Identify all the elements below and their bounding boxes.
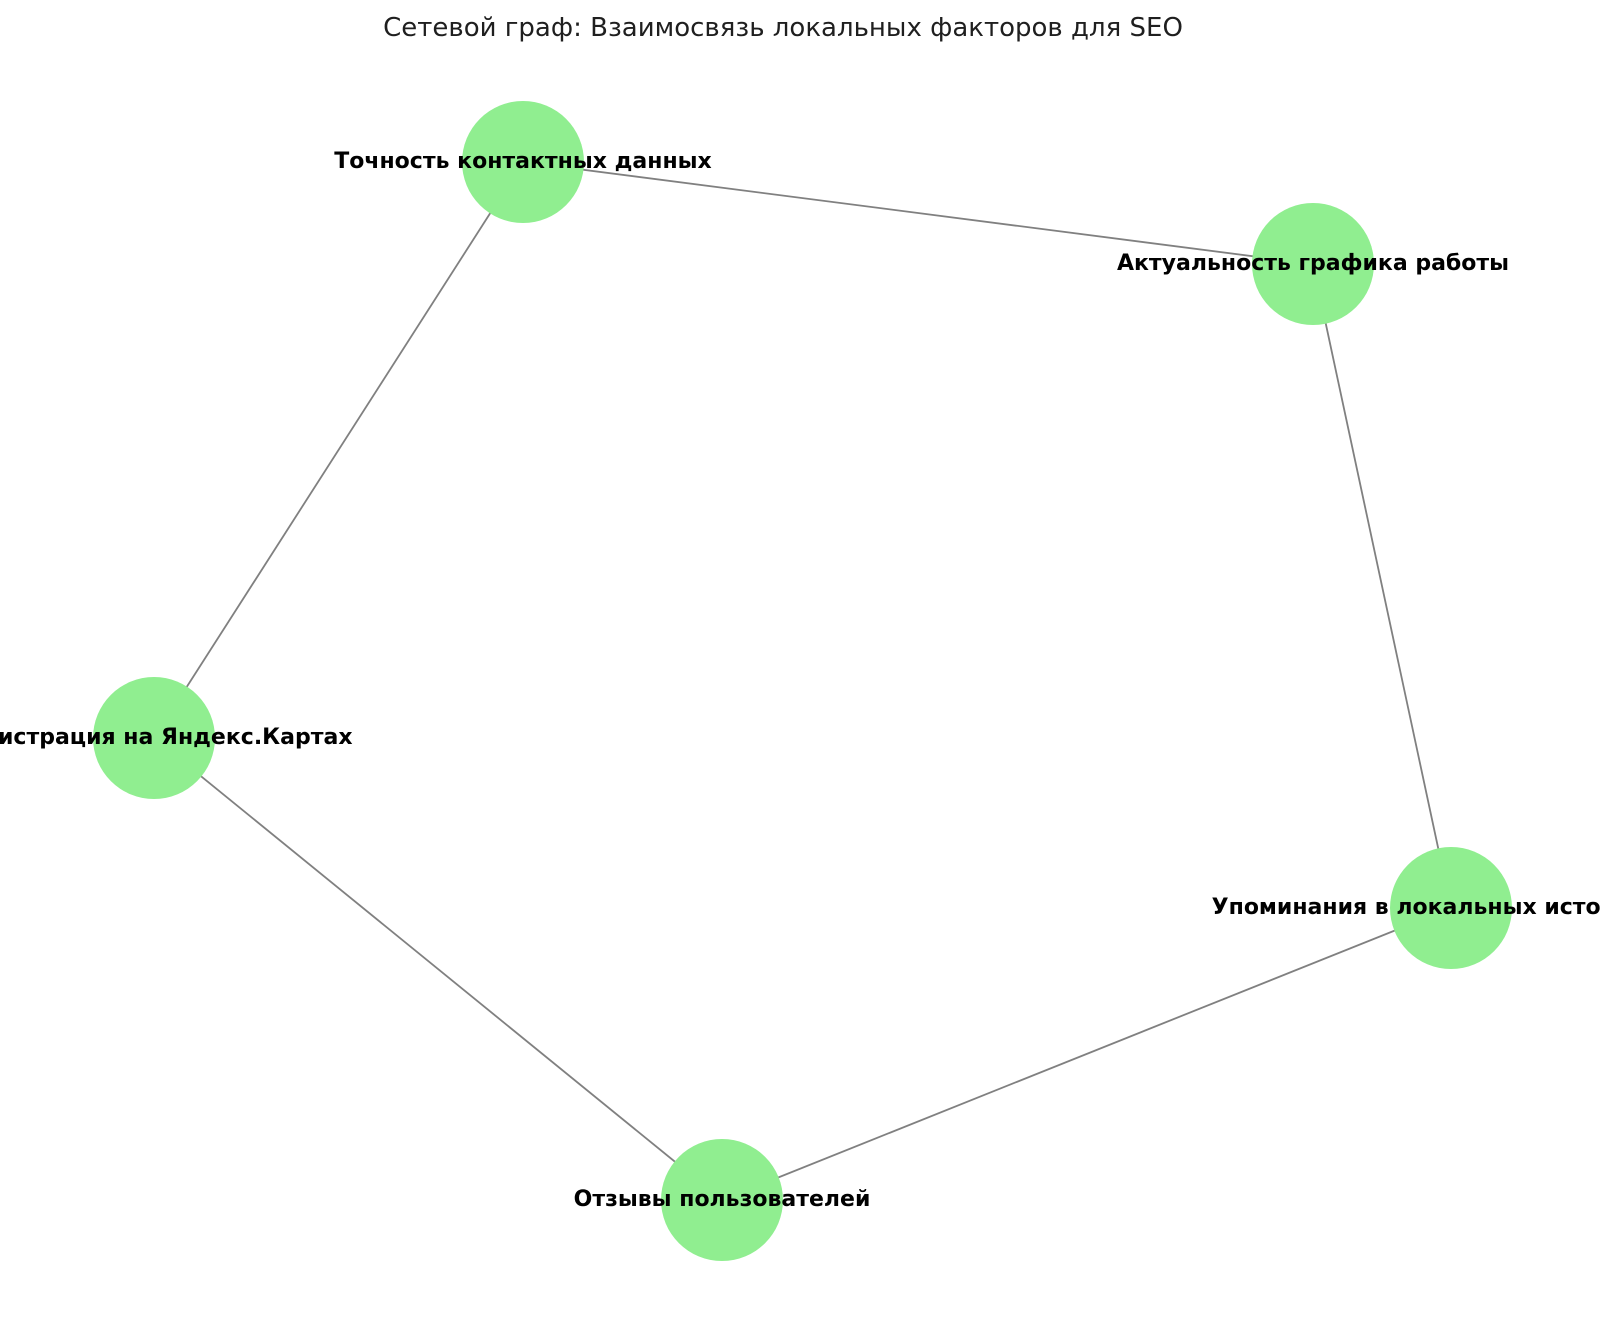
graph-edge (153, 737, 723, 1201)
graph-edge (153, 161, 524, 739)
graph-edge (522, 161, 1314, 265)
graph-node-user-reviews (661, 1139, 783, 1261)
chart-title: Сетевой граф: Взаимосвязь локальных факт… (383, 13, 1183, 43)
graph-node-label: Актуальность графика работы (1116, 251, 1510, 276)
graph-node-label: Регистрация на Яндекс.Картах (0, 725, 353, 750)
graph-edge (1312, 263, 1452, 909)
graph-edge (721, 907, 1452, 1201)
graph-node-yandex-maps-registration (93, 677, 215, 799)
graph-node-local-source-mentions (1390, 847, 1512, 969)
graph-node-label: Отзывы пользователей (573, 1187, 871, 1212)
graph-node-schedule-freshness (1252, 203, 1374, 325)
graph-node-contact-data-accuracy (462, 101, 584, 223)
graph-node-label: Точность контактных данных (334, 149, 712, 174)
graph-node-label: Упоминания в локальных источниках (1211, 895, 1600, 920)
